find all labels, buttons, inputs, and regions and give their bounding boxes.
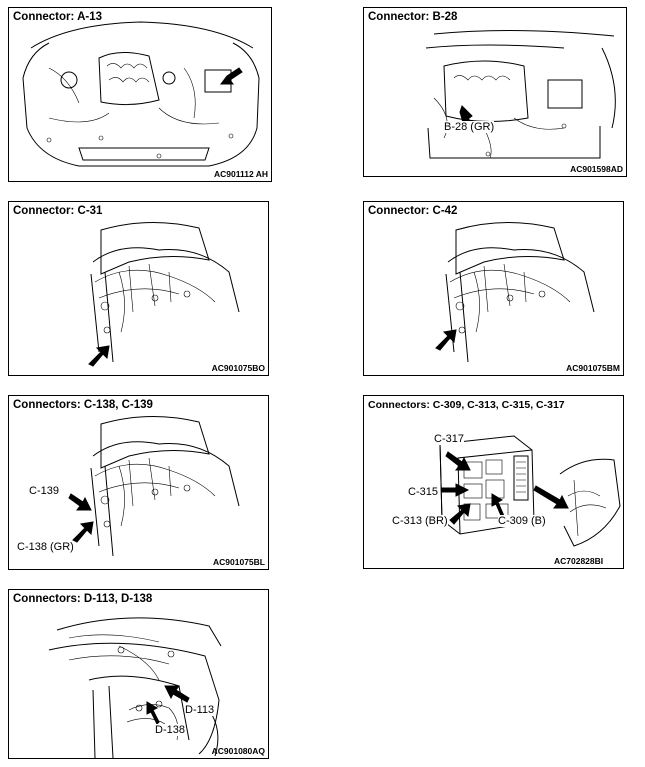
rear-body-harness-illustration bbox=[48, 617, 222, 759]
figure-code: AC901112 AH bbox=[213, 169, 268, 179]
callout-d113: D-113 bbox=[185, 704, 215, 716]
connector-panel-c42: Connector: C-42 AC901075BM bbox=[363, 201, 624, 376]
callout-c138: C-138 (GR) bbox=[17, 541, 74, 553]
black-arrow-icon bbox=[146, 701, 160, 725]
figure-code: AC901080AQ bbox=[211, 746, 265, 756]
connector-panel-c138-c139: Connectors: C-138, C-139 C-139 C-138 (GR… bbox=[8, 395, 269, 570]
engine-bay-illustration bbox=[425, 29, 616, 159]
engine-bay-illustration bbox=[22, 21, 260, 167]
black-arrow-icon bbox=[435, 329, 457, 351]
connector-panel-c309-c317: Connectors: C-309, C-313, C-315, C-317 C… bbox=[363, 395, 624, 569]
connector-panel-a13: Connector: A-13 AC901112 AH bbox=[8, 7, 272, 182]
junction-block-illustration bbox=[439, 435, 621, 547]
black-arrow-icon bbox=[491, 493, 505, 519]
connector-panel-c31: Connector: C-31 AC901075BO bbox=[8, 201, 269, 376]
callout-c313: C-313 (BR) bbox=[392, 515, 448, 527]
black-arrow-icon bbox=[68, 493, 92, 511]
connector-panel-b28: Connector: B-28 B-28 (GR) AC901598AD bbox=[363, 7, 627, 177]
panel-title: Connectors: D-113, D-138 bbox=[13, 593, 153, 605]
panel-title: Connectors: C-309, C-313, C-315, C-317 bbox=[368, 399, 565, 411]
panel-title: Connector: A-13 bbox=[13, 11, 103, 23]
figure-code: AC901598AD bbox=[570, 164, 623, 174]
figure-code: AC901075BL bbox=[213, 557, 265, 567]
callout-c139: C-139 bbox=[29, 485, 59, 497]
panel-title: Connectors: C-138, C-139 bbox=[13, 399, 153, 411]
black-arrow-icon bbox=[220, 67, 243, 85]
callout-c317: C-317 bbox=[434, 433, 464, 445]
black-arrow-icon bbox=[533, 485, 569, 509]
black-arrow-icon bbox=[445, 451, 471, 471]
dashboard-harness-illustration bbox=[435, 221, 595, 363]
callout-c315: C-315 bbox=[408, 486, 438, 498]
black-arrow-icon bbox=[164, 685, 190, 703]
dashboard-harness-illustration bbox=[68, 415, 240, 557]
black-arrow-icon bbox=[441, 483, 470, 497]
figure-code: AC901075BO bbox=[211, 363, 265, 373]
black-arrow-icon bbox=[88, 345, 110, 367]
figure-code: AC901075BM bbox=[566, 363, 620, 373]
panel-title: Connector: C-31 bbox=[13, 205, 103, 217]
connector-panel-d113-d138: Connectors: D-113, D-138 D-113 D-138 AC9… bbox=[8, 589, 269, 759]
panel-title: Connector: C-42 bbox=[368, 205, 458, 217]
dashboard-harness-illustration bbox=[88, 221, 240, 367]
callout-b28: B-28 (GR) bbox=[444, 121, 495, 133]
black-arrow-icon bbox=[449, 503, 471, 525]
black-arrow-icon bbox=[72, 521, 94, 543]
callout-d138: D-138 bbox=[155, 724, 185, 736]
figure-code: AC702828BI bbox=[554, 556, 604, 566]
panel-title: Connector: B-28 bbox=[368, 11, 458, 23]
callout-c309: C-309 (B) bbox=[498, 515, 546, 527]
